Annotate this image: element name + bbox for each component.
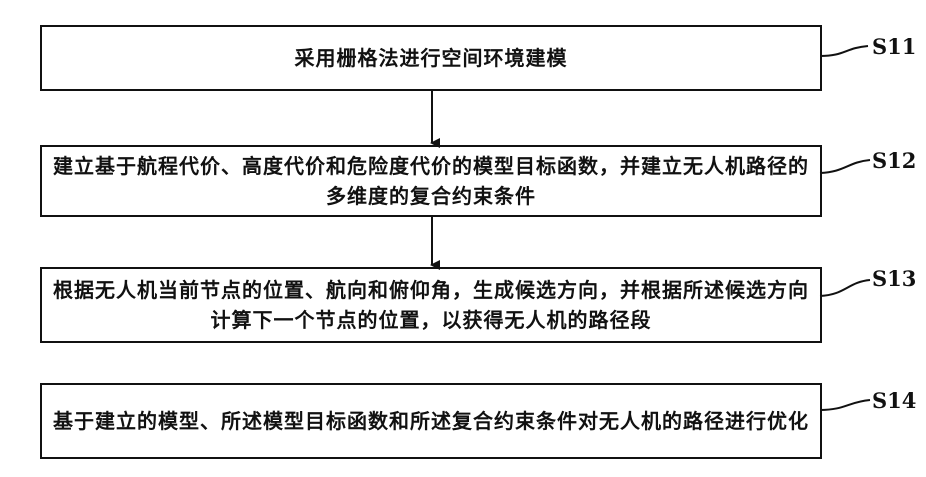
- step-box-s11: 采用栅格法进行空间环境建模: [40, 25, 822, 91]
- leader-s11: [820, 46, 868, 56]
- step-label-s11: S11: [872, 34, 916, 59]
- leader-s12: [820, 160, 870, 173]
- step-label-s13: S13: [872, 266, 916, 291]
- step-box-s13: 根据无人机当前节点的位置、航向和俯仰角，生成候选方向，并根据所述候选方向计算下一…: [40, 267, 822, 343]
- step-label-s14: S14: [872, 388, 916, 413]
- step-text-s13: 根据无人机当前节点的位置、航向和俯仰角，生成候选方向，并根据所述候选方向计算下一…: [50, 275, 812, 335]
- step-text-s11: 采用栅格法进行空间环境建模: [295, 43, 568, 73]
- leader-s13: [820, 280, 870, 296]
- leader-s14: [820, 400, 870, 410]
- step-box-s14: 基于建立的模型、所述模型目标函数和所述复合约束条件对无人机的路径进行优化: [40, 383, 822, 459]
- step-box-s12: 建立基于航程代价、高度代价和危险度代价的模型目标函数，并建立无人机路径的多维度的…: [40, 145, 822, 217]
- step-label-s12: S12: [872, 148, 916, 173]
- step-text-s14: 基于建立的模型、所述模型目标函数和所述复合约束条件对无人机的路径进行优化: [53, 406, 809, 436]
- step-text-s12: 建立基于航程代价、高度代价和危险度代价的模型目标函数，并建立无人机路径的多维度的…: [50, 151, 812, 211]
